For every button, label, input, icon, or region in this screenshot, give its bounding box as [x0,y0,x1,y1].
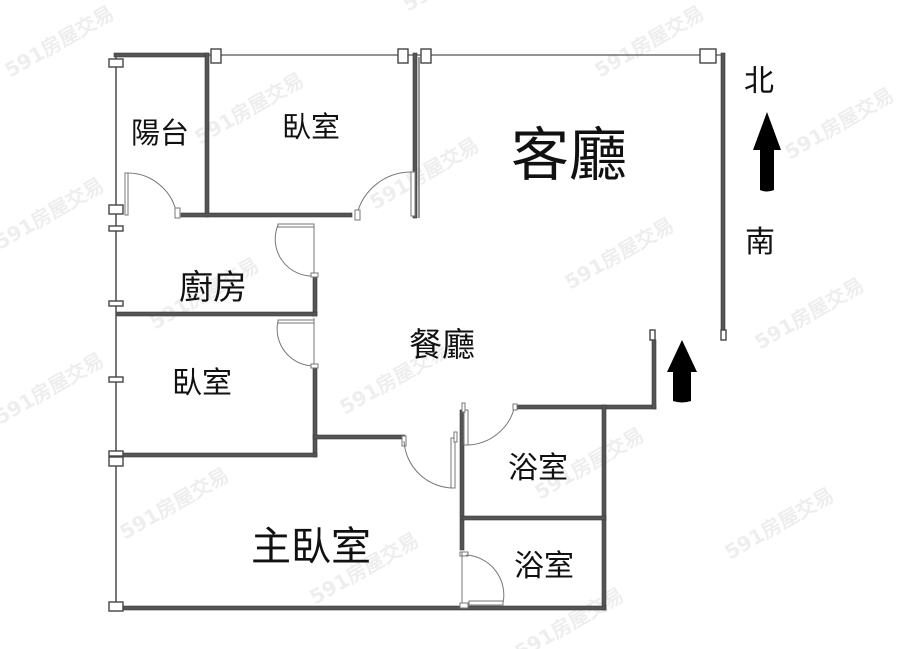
door-kitchen [274,223,319,278]
door-bedroom-west [276,318,319,369]
entrance-arrow-icon [667,340,697,403]
room-label-bathroom-lower: 浴室 [514,549,574,584]
door-master-bedroom [401,431,458,489]
room-label-bedroom-west: 臥室 [172,366,232,401]
compass-north-label: 北 [744,64,774,99]
room-label-dining-room: 餐廳 [409,325,475,364]
door-bedroom-north [354,171,416,221]
doors [124,171,518,609]
compass: 北 南 [744,64,781,260]
watermark: 591房屋交易 [399,0,516,16]
room-label-balcony: 陽台 [131,116,189,150]
window-frames [108,48,727,612]
north-arrow-icon [753,112,781,192]
room-label-bathroom-upper: 浴室 [508,451,568,486]
room-label-bedroom-north: 臥室 [282,110,340,144]
watermark: 591房屋交易 [1,1,118,83]
watermark: 591房屋交易 [0,348,108,430]
door-bathroom-upper [461,402,518,446]
door-bathroom-lower [459,551,505,609]
watermark: 591房屋交易 [116,463,233,545]
door-balcony [124,172,181,219]
compass-south-label: 南 [745,225,775,260]
watermark: 591房屋交易 [0,173,108,255]
watermark: 591房屋交易 [751,273,868,355]
watermark: 591房屋交易 [561,213,678,295]
room-label-living-room: 客廳 [511,121,627,189]
room-label-master-bedroom: 主臥室 [251,524,371,570]
room-labels: 陽台 臥室 客廳 廚房 餐廳 臥室 浴室 主臥室 浴室 [131,110,627,584]
windows [115,54,721,606]
watermark: 591房屋交易 [591,1,708,83]
watermark: 591房屋交易 [721,483,838,565]
watermark: 591房屋交易 [781,83,898,165]
watermark: 591房屋交易 [366,133,483,215]
room-label-kitchen: 廚房 [179,268,247,308]
watermark: 591房屋交易 [511,583,628,649]
